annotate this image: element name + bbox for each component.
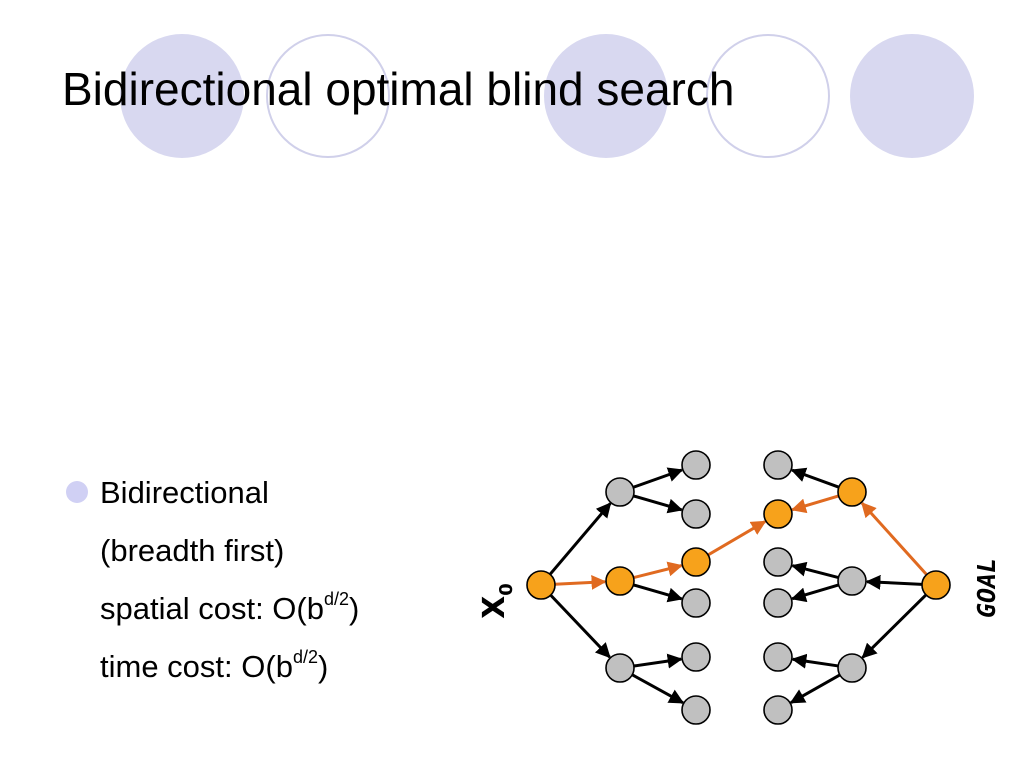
slide-title: Bidirectional optimal blind search: [62, 63, 735, 115]
graph-edge-arrow: [548, 502, 612, 576]
bullet-line-3: spatial cost: O(bd/2): [100, 590, 360, 626]
spatial-cost-exponent: d/2: [323, 589, 350, 609]
decorative-circle: [706, 34, 830, 158]
svg-text:X0: X0: [477, 583, 517, 619]
bullet-line-1: Bidirectional: [100, 475, 269, 510]
graph-edge-arrow: [633, 583, 684, 603]
time-cost-text: time cost: O(b: [100, 649, 293, 684]
path-edge-arrow: [554, 574, 607, 590]
graph-node: [763, 547, 793, 577]
graph-edge-arrow: [789, 673, 841, 704]
decorative-circle: [544, 34, 668, 158]
goal-label: GOAL: [972, 558, 1001, 618]
path-node: [681, 547, 711, 577]
graph-node: [837, 566, 867, 596]
graph-node: [605, 653, 635, 683]
graph-edge-arrow: [865, 574, 923, 590]
time-cost-close: ): [317, 649, 329, 684]
graph-edge-arrow: [633, 494, 684, 514]
graph-edge-arrow: [791, 653, 839, 669]
graph-edge-arrow: [790, 583, 840, 603]
graph-nodes: [526, 450, 951, 725]
start-label: X0: [477, 583, 517, 619]
path-node: [837, 477, 867, 507]
graph-edges: [548, 467, 928, 705]
decorative-circle: [850, 34, 974, 158]
goal-label-text: GOAL: [972, 558, 1001, 618]
graph-node: [763, 450, 793, 480]
graph-edge-arrow: [861, 593, 928, 659]
graph-node: [681, 499, 711, 529]
graph-edge-arrow: [790, 467, 840, 489]
path-edge-arrow: [860, 502, 928, 576]
graph-edge-arrow: [791, 561, 839, 579]
spatial-cost-text: spatial cost: O(b: [100, 591, 324, 626]
path-node: [605, 566, 635, 596]
graph-node: [681, 642, 711, 672]
graph-node: [681, 695, 711, 725]
graph-edge-arrow: [633, 653, 683, 669]
decorative-circle: [120, 34, 244, 158]
bullet-icon: [66, 481, 88, 503]
graph-node: [681, 588, 711, 618]
bullet-line-4: time cost: O(bd/2): [100, 648, 329, 684]
path-edge-arrow: [707, 520, 767, 557]
graph-node: [763, 588, 793, 618]
graph-node: [763, 695, 793, 725]
path-node: [763, 499, 793, 529]
graph-edge-arrow: [549, 594, 611, 659]
decorative-circle: [266, 34, 390, 158]
graph-edge-arrow: [632, 467, 684, 489]
start-label-base: X: [477, 596, 512, 619]
graph-node: [605, 477, 635, 507]
graph-node: [837, 653, 867, 683]
start-label-sub: 0: [496, 583, 517, 596]
graph-edge-arrow: [631, 673, 685, 705]
graph-node: [681, 450, 711, 480]
start-node: [526, 570, 556, 600]
goal-node: [921, 570, 951, 600]
path-edge-arrow: [790, 494, 840, 514]
spatial-cost-close: ): [349, 591, 360, 626]
path-edge-arrow: [633, 561, 683, 580]
bullet-line-2: (breadth first): [100, 533, 285, 568]
time-cost-exponent: d/2: [292, 647, 318, 667]
graph-node: [763, 642, 793, 672]
